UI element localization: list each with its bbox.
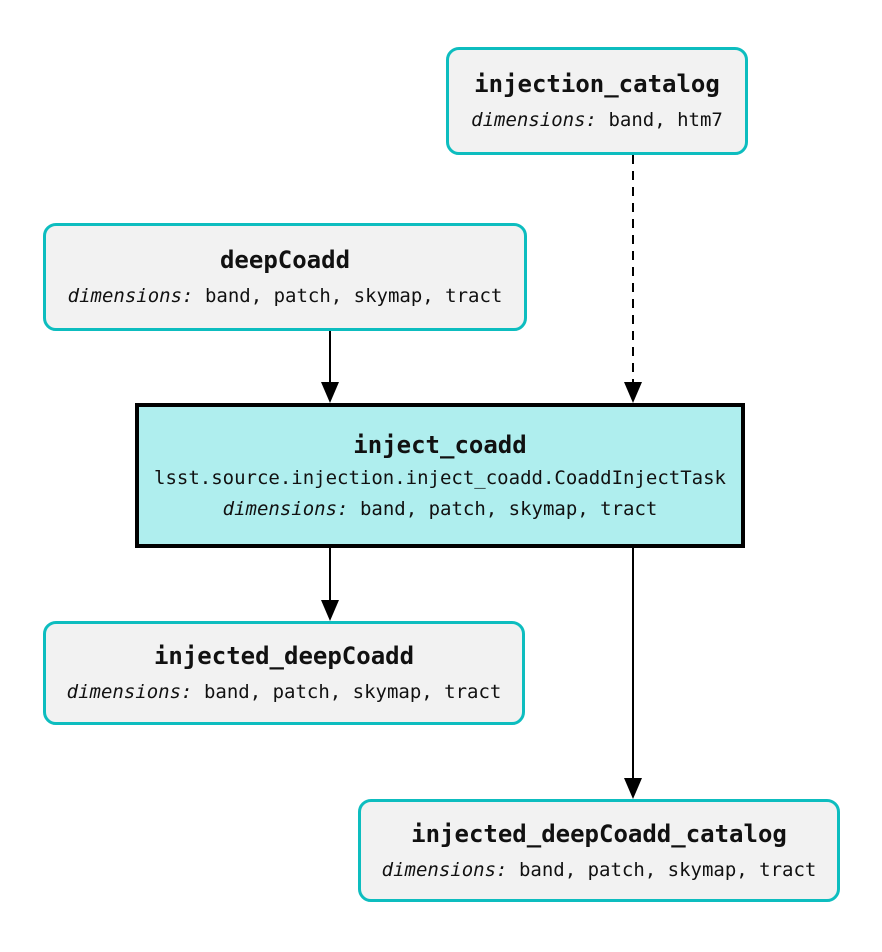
edge-injection-catalog-to-inject-coadd xyxy=(632,155,634,384)
node-dimensions: dimensions: band, htm7 xyxy=(471,111,723,130)
node-title: injected_deepCoadd xyxy=(153,642,415,670)
edge-inject-coadd-to-injected-deepcoadd xyxy=(329,548,331,602)
node-dimensions: dimensions: band, patch, skymap, tract xyxy=(68,287,503,306)
node-title: inject_coadd xyxy=(353,430,527,459)
node-injected-deepcoadd: injected_deepCoadd dimensions: band, pat… xyxy=(43,621,525,725)
edge-inject-coadd-to-injected-deepcoadd-catalog xyxy=(632,548,634,780)
dimensions-label: dimensions: xyxy=(66,681,193,703)
node-title: deepCoadd xyxy=(219,246,351,274)
dimensions-value: band, htm7 xyxy=(608,109,723,131)
arrowhead-icon xyxy=(321,600,339,621)
node-deepcoadd: deepCoadd dimensions: band, patch, skyma… xyxy=(43,223,527,331)
dimensions-label: dimensions: xyxy=(67,285,194,307)
node-title: injection_catalog xyxy=(474,70,720,98)
node-dimensions: dimensions: band, patch, skymap, tract xyxy=(381,858,817,881)
dimensions-value: band, patch, skymap, tract xyxy=(359,497,658,520)
dimensions-value: band, patch, skymap, tract xyxy=(518,858,817,881)
dimensions-label: dimensions: xyxy=(222,497,349,520)
arrowhead-icon xyxy=(624,382,642,403)
node-dimensions: dimensions: band, patch, skymap, tract xyxy=(67,683,502,702)
node-dimensions: dimensions: band, patch, skymap, tract xyxy=(222,497,658,520)
arrowhead-icon xyxy=(321,382,339,403)
dimensions-label: dimensions: xyxy=(381,858,508,881)
task-class-path: lsst.source.injection.inject_coadd.Coadd… xyxy=(154,466,726,489)
node-injection-catalog: injection_catalog dimensions: band, htm7 xyxy=(446,47,748,155)
dimensions-value: band, patch, skymap, tract xyxy=(204,285,503,307)
node-injected-deepcoadd-catalog: injected_deepCoadd_catalog dimensions: b… xyxy=(358,799,840,902)
node-title: injected_deepCoadd_catalog xyxy=(411,819,787,848)
node-inject-coadd-task: inject_coadd lsst.source.injection.injec… xyxy=(135,403,745,548)
dimensions-label: dimensions: xyxy=(471,109,597,131)
arrowhead-icon xyxy=(624,778,642,799)
dimensions-value: band, patch, skymap, tract xyxy=(203,681,502,703)
edge-deepcoadd-to-inject-coadd xyxy=(329,331,331,384)
